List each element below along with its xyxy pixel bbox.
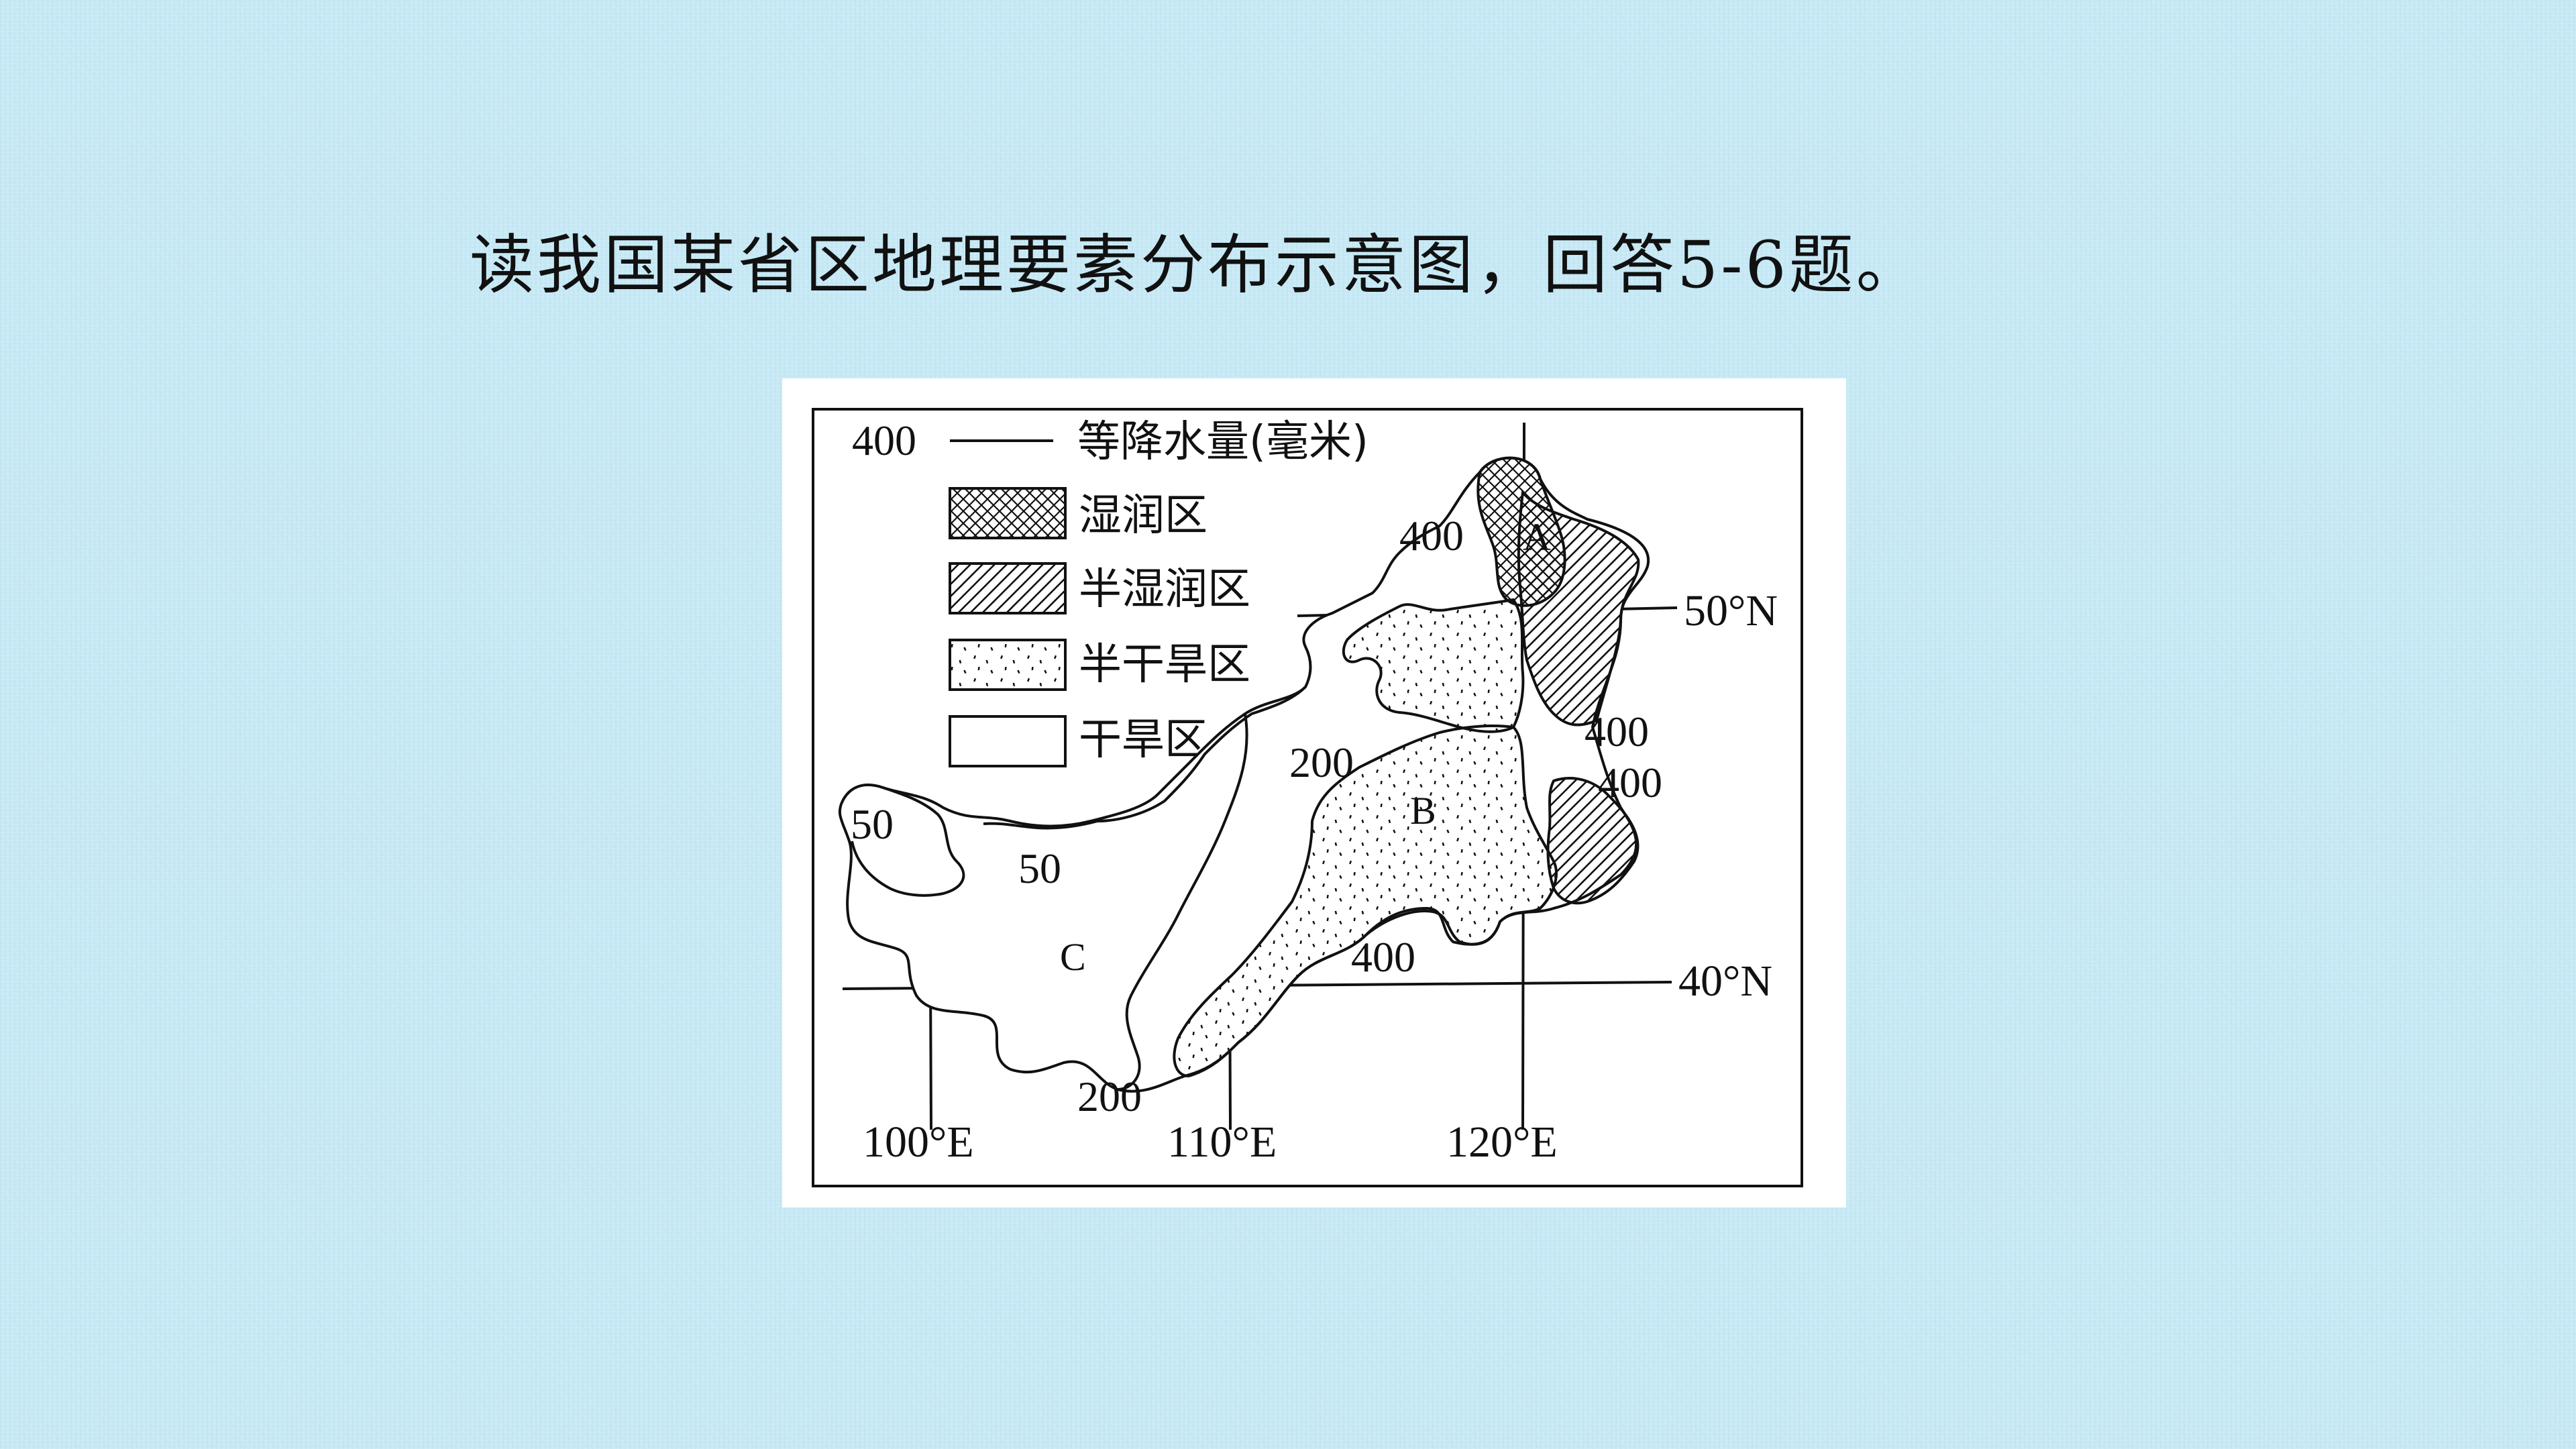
isohyet-label-200-north: 200 (1289, 739, 1354, 786)
legend-isohyet-label: 等降水量(毫米) (1077, 417, 1368, 467)
isohyet-label-400-east-lower: 400 (1598, 759, 1662, 806)
longitude-label-100e: 100°E (863, 1118, 974, 1167)
longitude-label-110e: 110°E (1167, 1118, 1277, 1167)
map-figure: 400 等降水量(毫米) 湿润区 半湿润区 半干旱区 干旱区 50°N 40°N… (782, 378, 1846, 1208)
isohyet-label-400-south: 400 (1351, 933, 1415, 981)
latitude-label-40n: 40°N (1678, 957, 1772, 1006)
humid-zone-a (1477, 456, 1566, 607)
longitude-label-120e: 120°E (1446, 1118, 1558, 1167)
latitude-label-50n: 50°N (1684, 586, 1778, 635)
isohyet-label-400-east-upper: 400 (1585, 708, 1649, 755)
map-legend: 400 等降水量(毫米) 湿润区 半湿润区 半干旱区 干旱区 (852, 417, 1368, 767)
map-svg: 400 等降水量(毫米) 湿润区 半湿润区 半干旱区 干旱区 50°N 40°N… (812, 408, 1803, 1187)
semi-humid-zone-south (1546, 777, 1640, 905)
legend-label-subhumid: 半湿润区 (1079, 565, 1250, 614)
isohyet-label-400-north: 400 (1399, 512, 1464, 559)
isohyet-lines (851, 686, 1307, 1091)
legend-swatch-subhumid (949, 562, 1067, 614)
isohyet-label-200-south: 200 (1077, 1073, 1142, 1120)
isohyet-50 (851, 786, 965, 897)
isohyet-200-south (1117, 713, 1248, 1091)
legend-swatch-humid (949, 487, 1067, 539)
legend-swatch-semiarid (949, 639, 1067, 691)
isohyet-label-50-mid: 50 (1018, 845, 1061, 892)
semi-arid-zone-central (1173, 724, 1558, 1078)
isohyet-200 (983, 686, 1307, 830)
legend-swatch-arid (949, 715, 1067, 767)
legend-label-semiarid: 半干旱区 (1079, 640, 1250, 690)
point-label-b: B (1410, 789, 1436, 833)
legend-isohyet-value: 400 (852, 417, 916, 464)
question-title: 读我国某省区地理要素分布示意图，回答5-6题。 (470, 227, 1923, 303)
legend-label-arid: 干旱区 (1079, 715, 1208, 765)
point-label-c: C (1060, 935, 1086, 979)
point-label-a: A (1523, 515, 1551, 559)
isohyet-label-50-west: 50 (851, 800, 894, 848)
legend-label-humid: 湿润区 (1079, 491, 1208, 541)
